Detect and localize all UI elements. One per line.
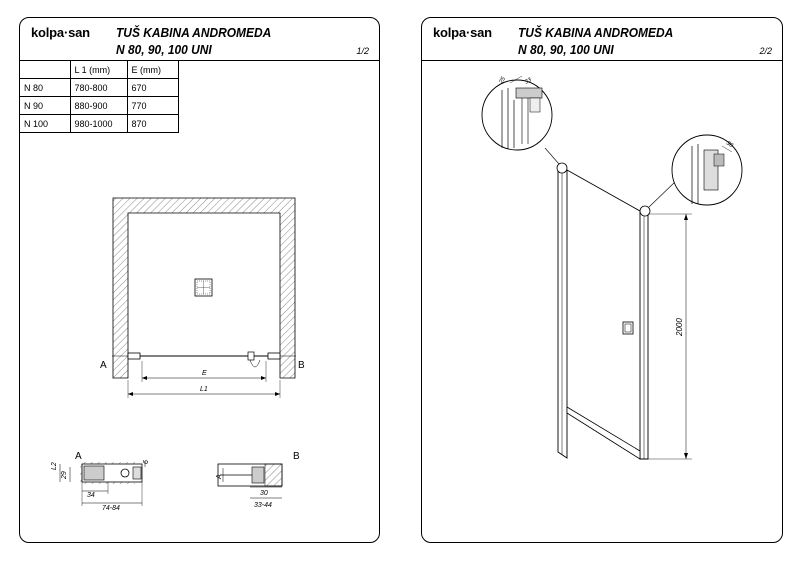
detail-b-dim-30: 30 xyxy=(260,490,268,497)
sheet-header: kolpa·san TUŠ KABINA ANDROMEDA N 80, 90,… xyxy=(422,18,782,61)
detail-a-dim-29: 29 xyxy=(61,471,68,480)
table-row: N 100 980-1000 870 xyxy=(20,114,179,133)
detail-b-dim-33-44: 33-44 xyxy=(254,502,272,509)
drain-icon xyxy=(194,278,213,297)
shower-door-elevation xyxy=(544,147,678,460)
detail-a-dim-6: 6 xyxy=(143,460,150,464)
detail-b-dim-a: A xyxy=(216,474,223,480)
detail-a-dim-34: 34 xyxy=(87,492,95,499)
height-dimension: 2000 xyxy=(648,213,692,460)
sheet-page-2: kolpa·san TUŠ KABINA ANDROMEDA N 80, 90,… xyxy=(421,17,783,543)
plan-label-b: B xyxy=(298,360,305,371)
dim-l1-label: L1 xyxy=(200,386,208,393)
sheet-page-1: kolpa·san TUŠ KABINA ANDROMEDA N 80, 90,… xyxy=(19,17,380,543)
document-subtitle: N 80, 90, 100 UNI xyxy=(116,42,212,57)
elevation-drawing: 2000 25 33 30 xyxy=(481,76,743,460)
detail-b: B A 30 33-44 xyxy=(216,451,300,509)
floor-plan: A B E L1 xyxy=(100,197,305,398)
detail-circle-left: 25 33 xyxy=(481,76,553,151)
brand-logo: kolpa·san xyxy=(433,25,492,40)
dim-e-label: E xyxy=(202,370,207,377)
page-number: 1/2 xyxy=(356,46,369,56)
brand-text: kolpa·san xyxy=(31,25,90,40)
detail-a-label: A xyxy=(75,451,82,462)
detail-dim-33: 33 xyxy=(524,77,533,86)
document-subtitle: N 80, 90, 100 UNI xyxy=(518,42,614,57)
detail-dim-25: 25 xyxy=(498,76,507,86)
table-cell: 770 xyxy=(126,96,179,115)
plan-label-a: A xyxy=(100,360,107,371)
detail-b-label: B xyxy=(293,451,300,462)
plan-and-details-drawing: A B E L1 A 34 xyxy=(51,197,305,512)
height-dim-2000: 2000 xyxy=(675,318,684,337)
document-title: TUŠ KABINA ANDROMEDA xyxy=(116,25,272,40)
table-row: N 90 880-900 770 xyxy=(20,96,179,115)
detail-a-dim-74-84: 74-84 xyxy=(102,505,120,512)
document-title: TUŠ KABINA ANDROMEDA xyxy=(518,25,674,40)
dimension-table: L 1 (mm) E (mm) N 80 780-800 670 N 90 88… xyxy=(20,60,179,133)
sheet-header: kolpa·san TUŠ KABINA ANDROMEDA N 80, 90,… xyxy=(20,18,379,61)
page-number: 2/2 xyxy=(759,46,772,56)
brand-logo: kolpa·san xyxy=(31,25,90,40)
detail-a: A 34 74-84 L2 29 6 xyxy=(51,451,150,512)
brand-text: kolpa·san xyxy=(433,25,492,40)
detail-dim-30: 30 xyxy=(725,141,734,150)
table-row: N 80 780-800 670 xyxy=(20,78,179,97)
detail-circle-right: 30 xyxy=(671,134,743,206)
detail-a-dim-l2: L2 xyxy=(51,462,58,470)
table-cell: 870 xyxy=(126,114,179,133)
